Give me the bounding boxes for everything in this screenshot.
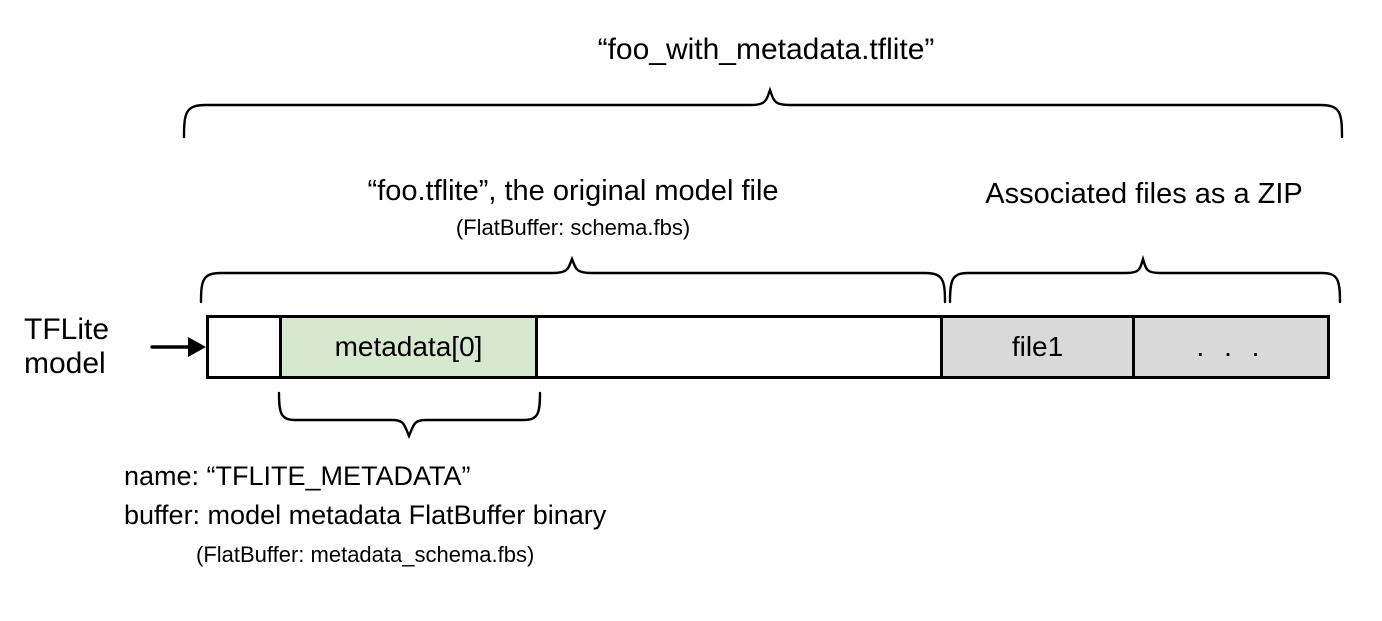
tflite-model-label: TFLite model: [24, 313, 154, 380]
bar-segment-more-files: . . .: [1132, 318, 1327, 376]
brace-metadata-callout: [277, 391, 542, 440]
metadata-note-name: name: “TFLITE_METADATA”: [124, 461, 471, 491]
bar-segment-model-body: [538, 318, 940, 376]
tflite-model-label-line2: model: [24, 346, 106, 380]
bar-segment-leading-empty: [209, 318, 279, 376]
brace-associated-files: [948, 254, 1342, 304]
tflite-model-bar: metadata[0] file1 . . .: [206, 315, 1330, 379]
brace-whole-file: [182, 86, 1344, 139]
bar-segment-metadata: metadata[0]: [279, 318, 538, 376]
metadata-note-buffer: buffer: model metadata FlatBuffer binary: [124, 500, 607, 530]
diagram-title: “foo_with_metadata.tflite”: [597, 33, 935, 66]
model-arrow-head: [188, 337, 206, 357]
brace-original-model: [199, 255, 947, 304]
tflite-model-label-line1: TFLite: [24, 313, 110, 346]
bar-segment-file1: file1: [940, 318, 1132, 376]
section-subcaption-original-model: (FlatBuffer: schema.fbs): [455, 215, 691, 240]
section-caption-associated-files: Associated files as a ZIP: [985, 178, 1303, 210]
section-caption-original-model: “foo.tflite”, the original model file: [367, 175, 779, 207]
metadata-note-schema: (FlatBuffer: metadata_schema.fbs): [196, 542, 535, 567]
